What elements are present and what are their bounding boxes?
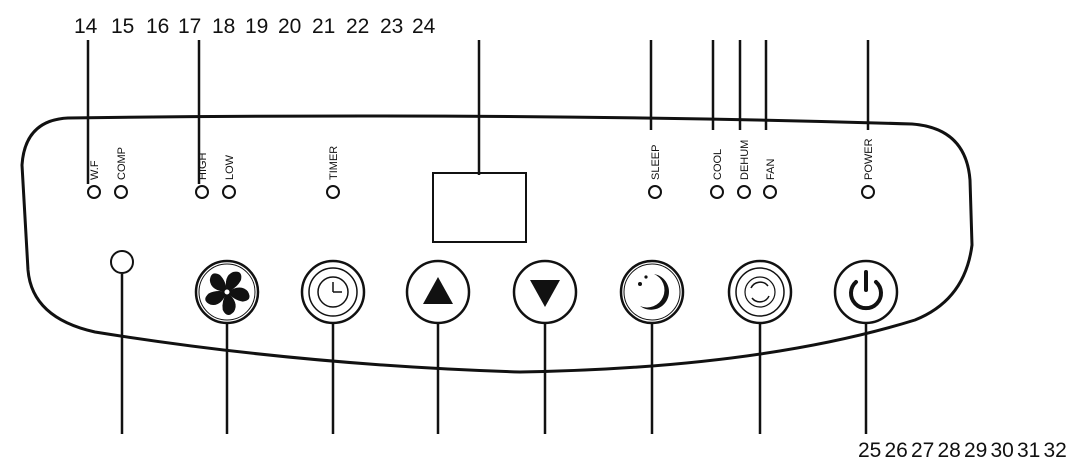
indicator-group: W.F COMP HIGH LOW TIMER SLEEP COOL DEHUM FAN POWE… — [86, 40, 875, 199]
indicator-label: COOL — [712, 149, 724, 180]
callout-number: 16 — [146, 15, 169, 38]
callout-number: 28 — [938, 439, 961, 462]
callout-number: 24 — [412, 15, 436, 38]
fan-icon — [194, 259, 260, 325]
panel-outline — [20, 114, 974, 374]
indicator-led — [861, 185, 875, 199]
callout-number: 29 — [964, 439, 987, 462]
indicator-led — [763, 185, 777, 199]
indicator-label: TIMER — [328, 146, 340, 180]
indicator-low: LOW — [222, 154, 236, 199]
button-group — [110, 250, 899, 434]
moon-button[interactable] — [619, 259, 685, 434]
indicator-dehum: DEHUM — [737, 40, 751, 199]
indicator-fan: FAN — [763, 40, 777, 199]
callout-number: 32 — [1044, 439, 1067, 462]
triangle-down-icon — [512, 259, 578, 325]
indicator-timer: TIMER — [326, 146, 340, 199]
indicator-led — [710, 185, 724, 199]
callout-number: 23 — [380, 15, 403, 38]
callout-number: 21 — [312, 15, 335, 38]
callout-number: 19 — [245, 15, 268, 38]
callout-number: 30 — [991, 439, 1014, 462]
mode-cycle-icon — [727, 259, 793, 325]
callout-number: 15 — [111, 15, 134, 38]
triangle-up-button[interactable] — [405, 259, 471, 434]
display-window — [432, 172, 527, 243]
top-number-row: 14 15 16 17 18 19 20 21 22 23 24 — [74, 15, 436, 38]
clock-button[interactable] — [300, 259, 366, 434]
indicator-label: LOW — [224, 154, 236, 180]
moon-icon — [619, 259, 685, 325]
indicator-wf: W.F — [86, 40, 101, 199]
sensor-icon — [110, 250, 134, 274]
callout-number: 17 — [178, 15, 201, 38]
callout-number: 18 — [212, 15, 235, 38]
indicator-power: POWER — [861, 40, 875, 199]
triangle-up-icon — [405, 259, 471, 325]
indicator-led — [222, 185, 236, 199]
indicator-led — [737, 185, 751, 199]
indicator-led — [195, 185, 209, 199]
callout-number: 26 — [885, 439, 908, 462]
indicator-high: HIGH — [195, 40, 209, 199]
power-icon — [833, 259, 899, 325]
indicator-led — [114, 185, 128, 199]
fan-button[interactable] — [194, 259, 260, 434]
indicator-label: COMP — [116, 147, 128, 180]
triangle-down-button[interactable] — [512, 259, 578, 434]
callout-number: 22 — [346, 15, 369, 38]
callout-number: 20 — [278, 15, 301, 38]
callout-number: 14 — [74, 15, 98, 38]
indicator-cool: COOL — [710, 40, 724, 199]
clock-icon — [300, 259, 366, 325]
indicator-led — [648, 185, 662, 199]
indicator-comp: COMP — [114, 147, 128, 199]
power-button[interactable] — [833, 259, 899, 434]
callout-number: 27 — [911, 439, 934, 462]
sensor-button[interactable] — [110, 250, 134, 434]
indicator-led — [326, 185, 340, 199]
indicator-sleep: SLEEP — [648, 40, 662, 199]
mode-cycle-button[interactable] — [727, 259, 793, 434]
indicator-label: SLEEP — [650, 145, 662, 180]
indicator-label: FAN — [765, 159, 777, 180]
indicator-label: POWER — [863, 138, 875, 180]
indicator-led — [87, 185, 101, 199]
callout-number: 31 — [1017, 439, 1040, 462]
callout-number: 25 — [858, 439, 881, 462]
indicator-label: DEHUM — [739, 140, 751, 180]
indicator-label: W.F — [89, 160, 101, 180]
